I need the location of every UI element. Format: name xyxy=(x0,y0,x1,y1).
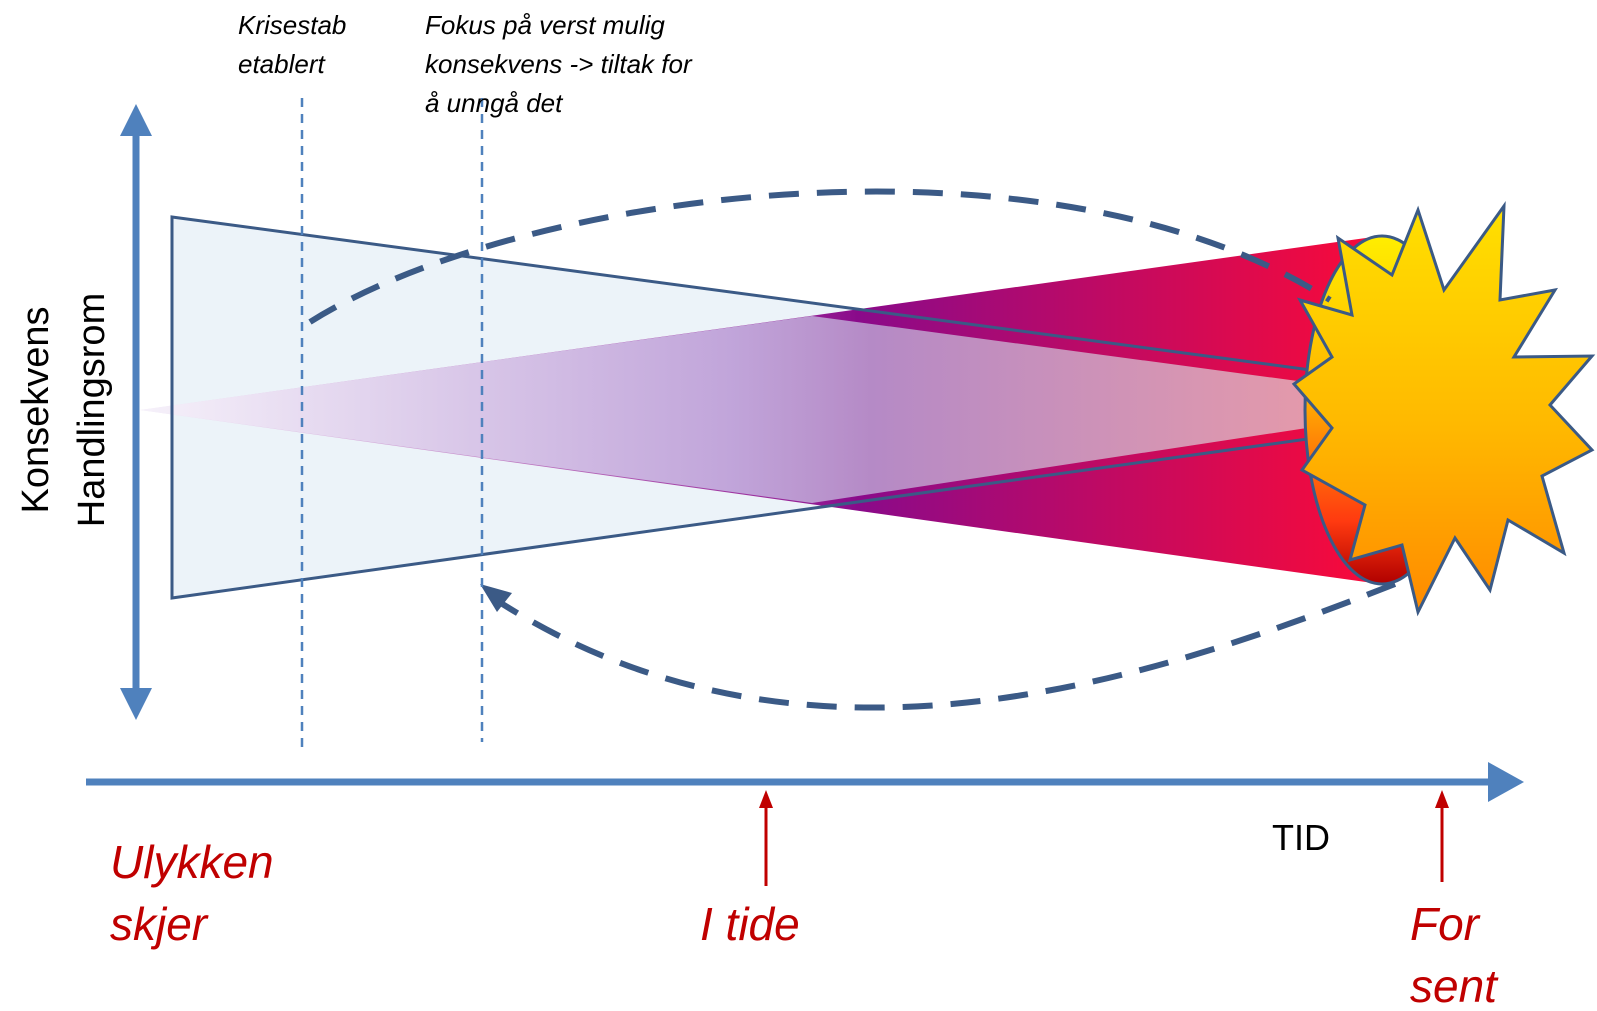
focus-label-line-1: Fokus på verst mulig xyxy=(425,10,665,40)
too-late-label: For sent xyxy=(1410,898,1499,1011)
too-late-label-line-1: For xyxy=(1410,898,1481,950)
focus-label-line-2: konsekvens -> tiltak for xyxy=(425,49,693,79)
vertical-axis-arrow-up-icon xyxy=(120,104,152,136)
in-time-pointer-arrowhead-icon xyxy=(759,790,773,808)
lower-feedback-curve xyxy=(488,581,1397,711)
crisis-staff-label-line-2: etablert xyxy=(238,49,326,79)
time-axis-label: TID xyxy=(1272,817,1330,858)
too-late-pointer-arrowhead-icon xyxy=(1435,790,1449,808)
action-space-axis-label: Handlingsrom xyxy=(71,293,113,527)
focus-label-line-3: å unngå det xyxy=(425,88,564,118)
lower-feedback-arrowhead xyxy=(480,584,512,612)
in-time-label: I tide xyxy=(700,898,800,950)
accident-label: Ulykken skjer xyxy=(110,836,286,950)
explosion-burst-icon xyxy=(1291,201,1596,617)
time-axis-arrowhead-icon xyxy=(1488,762,1524,802)
too-late-label-line-2: sent xyxy=(1410,960,1499,1011)
focus-label: Fokus på verst mulig konsekvens -> tilta… xyxy=(425,10,699,118)
crisis-staff-label-line-1: Krisestab xyxy=(238,10,346,40)
crisis-staff-label: Krisestab etablert xyxy=(238,10,354,79)
consequence-axis-label: Konsekvens xyxy=(15,306,57,513)
accident-label-line-1: Ulykken xyxy=(110,836,274,888)
overlap-region xyxy=(140,316,1320,503)
vertical-axis-arrow-down-icon xyxy=(120,688,152,720)
upper-feedback-curve xyxy=(308,188,1332,325)
accident-label-line-2: skjer xyxy=(110,898,209,950)
